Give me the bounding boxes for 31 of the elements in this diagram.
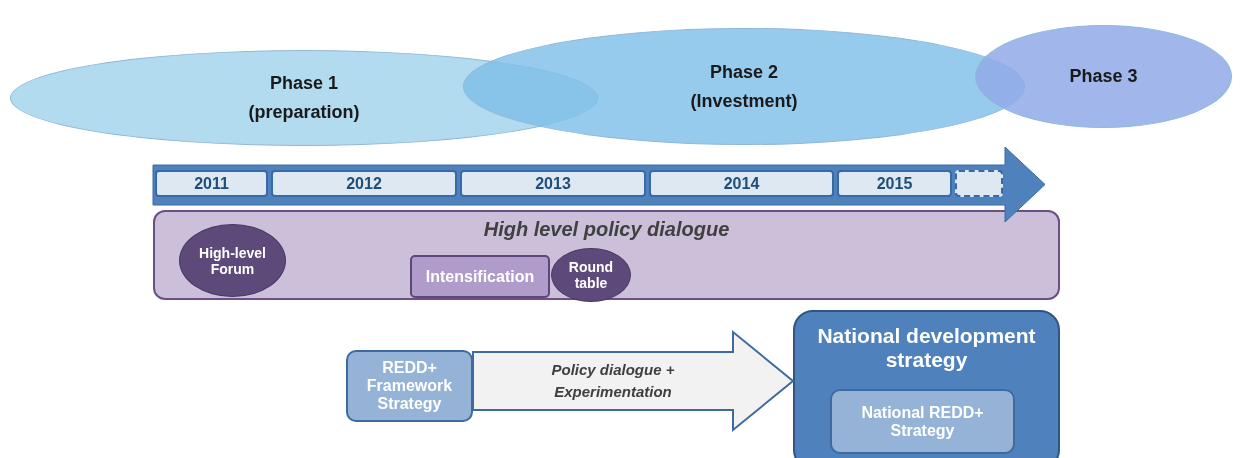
phase-label: Phase 3 xyxy=(1069,66,1138,87)
year-cell xyxy=(837,170,952,197)
event-box xyxy=(410,255,550,298)
year-cell xyxy=(271,170,457,197)
phase-label: Phase 2 xyxy=(709,61,778,83)
year-cell xyxy=(155,170,268,197)
event-label: High-level Forum xyxy=(198,244,267,277)
block-arrow xyxy=(472,329,795,433)
band-title: High level policy dialogue xyxy=(483,218,730,241)
year-cell xyxy=(649,170,834,197)
strategy-label: National REDD+ Strategy xyxy=(860,403,985,440)
strategy-box xyxy=(830,389,1015,454)
panel-title: National development strategy xyxy=(816,324,1037,372)
dashed-year-cell xyxy=(955,170,1003,197)
phase-label: (preparation) xyxy=(248,102,360,123)
year-label: 2013 xyxy=(535,174,571,193)
year-label: 2015 xyxy=(876,174,913,193)
strategy-box xyxy=(346,350,473,422)
year-cell xyxy=(460,170,646,197)
phase-label: (Investment) xyxy=(690,90,798,112)
event-label: Intensification xyxy=(425,267,535,286)
strategy-label: REDD+ Framework Strategy xyxy=(365,359,454,413)
event-label: Round table xyxy=(567,259,615,291)
dialogue-band xyxy=(153,210,1060,300)
year-label: 2012 xyxy=(346,174,382,193)
edge-label: Policy dialogue + Experimentation xyxy=(550,360,676,402)
phase-label: Phase 1 xyxy=(269,73,338,94)
year-label: 2014 xyxy=(723,174,760,193)
event-ellipse xyxy=(551,248,631,302)
year-label: 2011 xyxy=(194,174,229,193)
strategy-panel xyxy=(793,310,1060,458)
